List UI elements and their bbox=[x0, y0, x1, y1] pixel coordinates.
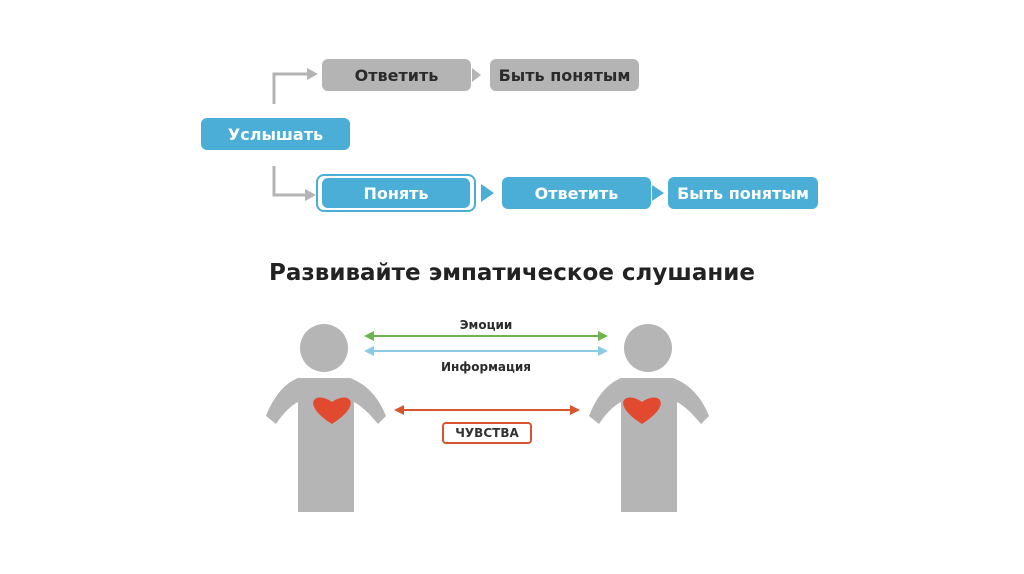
feelings-arrow bbox=[394, 405, 580, 415]
person-right bbox=[589, 324, 709, 512]
person-left bbox=[266, 324, 386, 512]
feelings-label: ЧУВСТВА bbox=[442, 422, 532, 444]
connector-to-top-branch bbox=[272, 68, 318, 104]
page-title: Развивайте эмпатическое слушание bbox=[269, 260, 755, 286]
top-be-understood-box: Быть понятым bbox=[490, 59, 639, 91]
arrow-bottom-2-to-3 bbox=[652, 185, 664, 201]
heart-icon bbox=[623, 397, 661, 424]
emotions-label: Эмоции bbox=[459, 318, 513, 332]
bottom-be-understood-box: Быть понятым bbox=[668, 177, 818, 209]
understand-box-frame bbox=[316, 174, 476, 212]
hear-box: Услышать bbox=[201, 118, 350, 150]
arrow-bottom-1-to-2 bbox=[481, 184, 494, 202]
top-respond-box: Ответить bbox=[322, 59, 471, 91]
understand-box: Понять bbox=[322, 178, 470, 208]
arrow-top-1-to-2 bbox=[472, 68, 481, 82]
heart-icon bbox=[313, 397, 351, 424]
emotions-arrow bbox=[364, 331, 608, 341]
connector-to-bottom-branch bbox=[272, 166, 316, 201]
information-label: Информация bbox=[441, 360, 531, 374]
bottom-respond-box: Ответить bbox=[502, 177, 651, 209]
information-arrow bbox=[364, 346, 608, 356]
